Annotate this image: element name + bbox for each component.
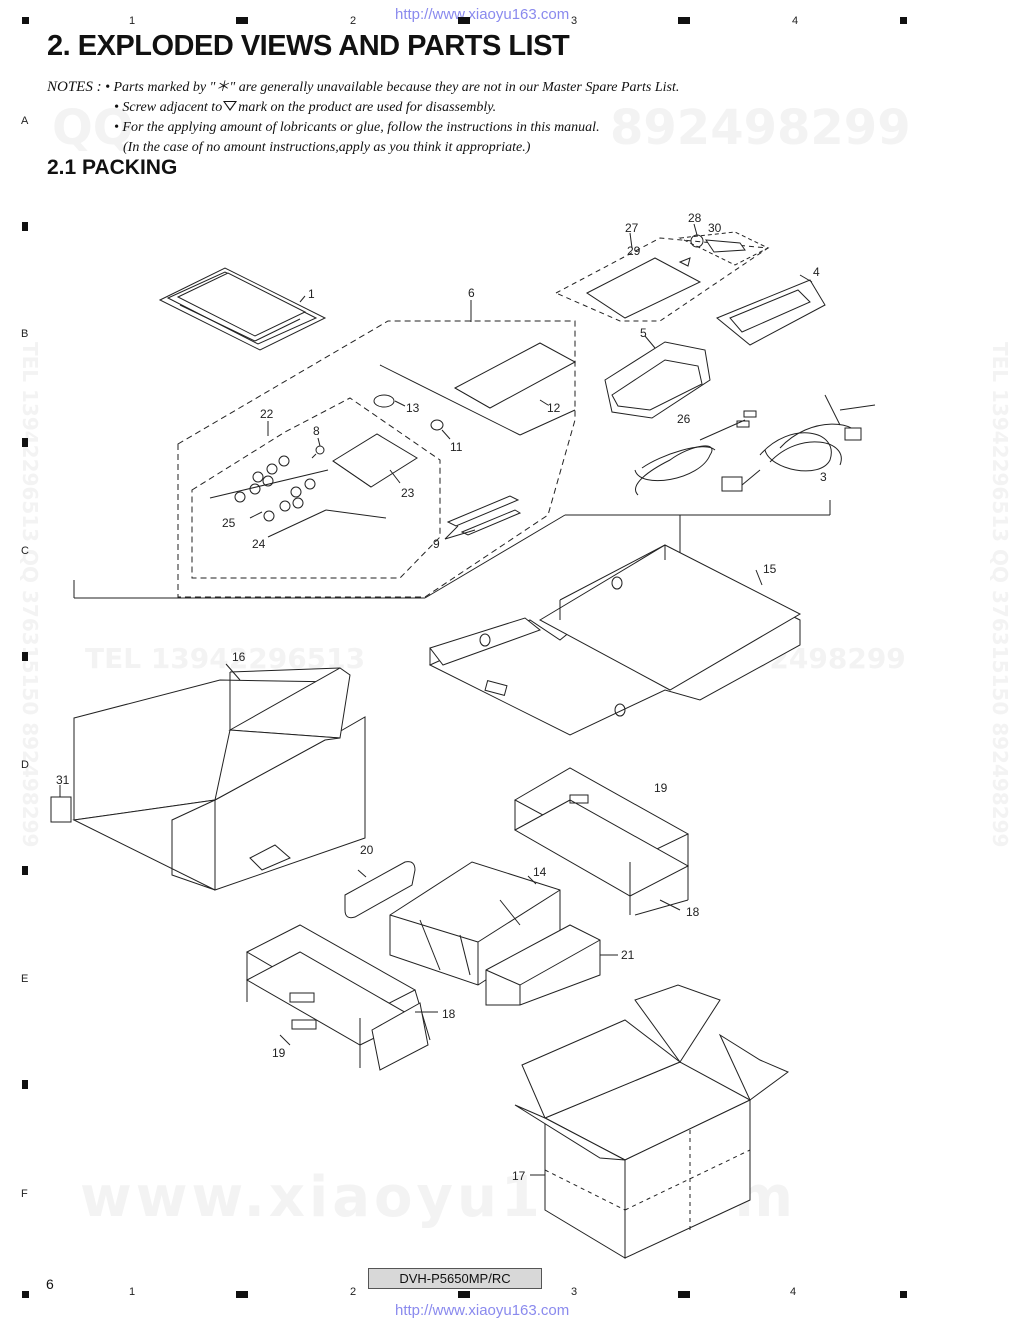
- part-manual-stack: [158, 267, 327, 351]
- callout-19-upper: 19: [654, 781, 668, 795]
- grid-row-b: B: [21, 328, 29, 340]
- part-15-tray: [428, 544, 802, 736]
- grid-row-d: D: [21, 759, 29, 771]
- notes-line-2: • Screw adjacent to mark on the product a…: [47, 98, 947, 118]
- part-5-case: [604, 335, 711, 419]
- callout-21: 21: [621, 948, 635, 962]
- notes-block: NOTES : • Parts marked by "＊" are genera…: [47, 77, 947, 158]
- grid-column-4: 4: [792, 15, 799, 27]
- callout-25: 25: [222, 516, 236, 530]
- part-20-tray: [344, 861, 416, 919]
- grid-mark: [458, 17, 470, 24]
- callout-9: 9: [433, 537, 440, 551]
- part-screw-bag-outline: [191, 397, 441, 579]
- grid-row-a: A: [21, 115, 29, 127]
- callout-28: 28: [688, 211, 702, 225]
- grid-mark: [900, 1291, 907, 1298]
- callout-16: 16: [232, 650, 246, 664]
- grid-column-3: 3: [571, 15, 578, 27]
- triangle-mark-icon: [223, 101, 238, 111]
- page-title: 2. EXPLODED VIEWS AND PARTS LIST: [47, 30, 570, 62]
- callout-12: 12: [547, 401, 561, 415]
- callout-6: 6: [468, 286, 475, 300]
- callout-3: 3: [820, 470, 827, 484]
- callout-13: 13: [406, 401, 420, 415]
- notes-line-1: NOTES : • Parts marked by "＊" are genera…: [47, 77, 947, 98]
- part-18-frame-lower: [245, 924, 438, 1071]
- part-17-outer-carton: [514, 984, 789, 1259]
- watermark-number-top: 892498299: [610, 100, 911, 156]
- callout-4: 4: [813, 265, 820, 279]
- grid-column-1: 1: [129, 15, 136, 27]
- part-16-carton: [50, 663, 366, 891]
- grid-row-tick: [22, 1080, 28, 1089]
- notes-text-2b: mark on the product are used for disasse…: [238, 100, 497, 115]
- grid-column-2-bottom: 2: [350, 1286, 357, 1298]
- grid-column-4-bottom: 4: [790, 1286, 797, 1298]
- part-screws-cluster: [209, 455, 387, 538]
- grid-mark: [678, 1291, 690, 1298]
- callout-26: 26: [677, 412, 691, 426]
- grid-row-tick: [22, 438, 28, 447]
- grid-mark: [22, 1291, 29, 1298]
- grid-column-1-bottom: 1: [129, 1286, 136, 1298]
- grid-column-3-bottom: 3: [571, 1286, 578, 1298]
- section-title: 2.1 PACKING: [47, 156, 178, 179]
- callout-11: 11: [450, 440, 463, 454]
- model-label: DVH-P5650MP/RC: [368, 1268, 542, 1289]
- callout-22: 22: [260, 407, 274, 421]
- callout-31: 31: [56, 773, 70, 787]
- grid-mark: [678, 17, 690, 24]
- grid-row-tick: [22, 652, 28, 661]
- part-26-cable: [634, 410, 757, 496]
- grid-mark: [22, 17, 29, 24]
- callout-18-lower: 18: [442, 1007, 456, 1021]
- callout-23: 23: [401, 486, 415, 500]
- grid-column-2: 2: [350, 15, 357, 27]
- notes-text-1: • Parts marked by "＊" are generally unav…: [105, 80, 680, 95]
- callout-19-lower: 19: [272, 1046, 286, 1060]
- callout-1: 1: [308, 287, 315, 301]
- grid-mark: [458, 1291, 470, 1298]
- callout-5: 5: [640, 326, 647, 340]
- part-12-bag: [379, 342, 577, 436]
- header-url[interactable]: http://www.xiaoyu163.com: [395, 6, 570, 23]
- callout-24: 24: [252, 537, 266, 551]
- notes-text-2a: • Screw adjacent to: [114, 100, 223, 115]
- notes-line-4: (In the case of no amount instructions,a…: [123, 140, 531, 155]
- part-27-bag-outline: [554, 237, 770, 322]
- callout-18-upper: 18: [686, 905, 700, 919]
- part-19-frame-upper: [513, 767, 690, 916]
- callout-30: 30: [708, 221, 722, 235]
- callout-8: 8: [313, 424, 320, 438]
- watermark-qq-top: QQ: [52, 100, 134, 156]
- callout-27: 27: [625, 221, 639, 235]
- grid-row-f: F: [21, 1188, 28, 1200]
- grid-row-tick: [22, 866, 28, 875]
- callout-20: 20: [360, 843, 374, 857]
- callout-14: 14: [533, 865, 547, 879]
- callout-15: 15: [763, 562, 777, 576]
- grid-mark: [900, 17, 907, 24]
- grid-mark: [236, 1291, 248, 1298]
- grid-row-c: C: [21, 545, 29, 557]
- footer-url[interactable]: http://www.xiaoyu163.com: [395, 1302, 570, 1319]
- part-21-cover: [485, 924, 618, 1006]
- page-number: 6: [46, 1276, 54, 1292]
- callout-17: 17: [512, 1169, 526, 1183]
- grid-mark: [236, 17, 248, 24]
- notes-prefix: NOTES :: [47, 79, 102, 95]
- part-accessory-bag-outline: [177, 320, 576, 598]
- grid-row-e: E: [21, 973, 29, 985]
- watermark-tel: TEL 13942296513: [85, 642, 366, 675]
- part-3-harness: [721, 394, 876, 492]
- notes-line-3: • For the applying amount of lobricants …: [114, 120, 600, 135]
- callout-29: 29: [627, 244, 641, 258]
- grid-row-tick: [22, 222, 28, 231]
